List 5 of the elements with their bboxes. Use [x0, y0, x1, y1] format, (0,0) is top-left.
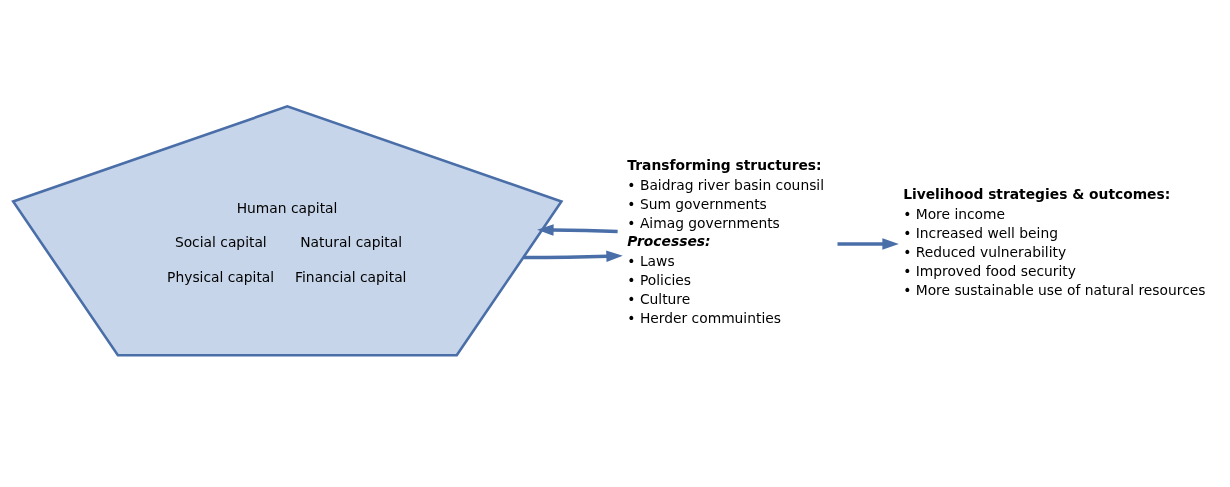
- node-text: Transforming structures: • Baidrag river basin counsil • Sum governments • Aimag governments Processes: • Laws • Policies • Culture • Herder commuinties: [627, 156, 825, 326]
- arrow: [537, 223, 618, 236]
- node-text: Livelihood strategies & outcomes: • More income • Increased well being • Reduced vulnerability • Improved food security • More sustainable use of natural resources: [903, 185, 1206, 298]
- arrow: [837, 237, 899, 250]
- arrow: [523, 250, 623, 262]
